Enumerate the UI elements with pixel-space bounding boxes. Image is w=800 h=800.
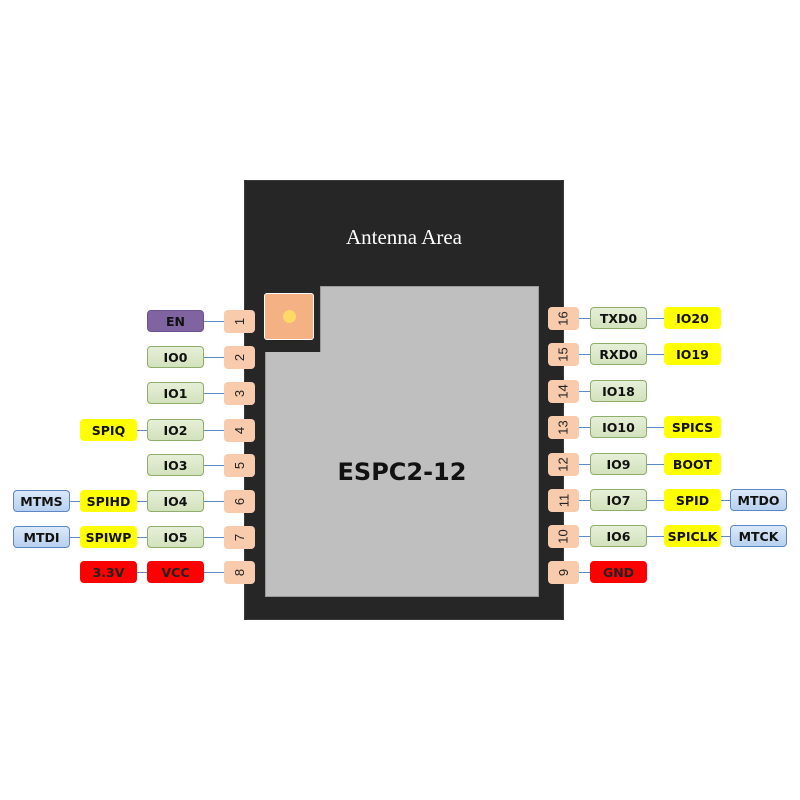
pin-label-mtdi: MTDI [13,526,70,548]
pin-pad-7: 7 [224,526,255,549]
pin-label-spiwp: SPIWP [80,526,137,548]
pin-wire [579,536,590,537]
pin-label-spihd: SPIHD [80,490,137,512]
shield-can-lower [265,352,539,597]
pin-number: 15 [556,347,571,362]
pin-label-mtdo: MTDO [730,489,787,511]
pin-label-txd0: TXD0 [590,307,647,329]
pin-wire [579,500,590,501]
pin-pad-15: 15 [548,343,579,366]
antenna-pad [264,293,314,340]
antenna-feed-dot [283,310,296,323]
antenna-area-label: Antenna Area [345,225,463,249]
pin-label-en: EN [147,310,204,332]
pin-label-io1: IO1 [147,382,204,404]
pin-label-spiclk: SPICLK [664,525,721,547]
pin-label-io2: IO2 [147,419,204,441]
pin-pad-8: 8 [224,561,255,584]
pin-label-io7: IO7 [590,489,647,511]
pin-pad-16: 16 [548,307,579,330]
shield-can-fill [321,340,538,360]
pin-label-io0: IO0 [147,346,204,368]
pin-label-mtms: MTMS [13,490,70,512]
pin-number: 11 [556,493,571,508]
label-wire [70,501,80,502]
label-wire [137,501,147,502]
label-wire [137,537,147,538]
pin-wire [579,318,590,319]
pin-number: 3 [231,389,247,398]
label-wire [137,572,147,573]
pin-wire [204,357,224,358]
pin-pad-6: 6 [224,490,255,513]
pin-wire [204,430,224,431]
pin-label-io20: IO20 [664,307,721,329]
pin-wire [204,537,224,538]
pin-pad-11: 11 [548,489,579,512]
pin-wire [204,465,224,466]
pin-pad-1: 1 [224,310,255,333]
pin-label-io18: IO18 [590,380,647,402]
pin-wire [204,501,224,502]
pin-label-boot: BOOT [664,453,721,475]
pin-label-spics: SPICS [664,416,721,438]
label-wire [137,430,147,431]
label-wire [647,464,664,465]
pin-number: 14 [556,384,571,399]
pin-label-io6: IO6 [590,525,647,547]
pin-number: 5 [231,461,247,470]
pin-number: 1 [231,317,247,326]
label-wire [721,500,730,501]
pin-label-3-3v: 3.3V [80,561,137,583]
pin-number: 6 [231,497,247,506]
pin-label-io19: IO19 [664,343,721,365]
pin-wire [579,464,590,465]
pin-label-io3: IO3 [147,454,204,476]
label-wire [647,536,664,537]
pin-label-io5: IO5 [147,526,204,548]
pin-pad-13: 13 [548,416,579,439]
pin-number: 8 [231,568,247,577]
pin-label-spiq: SPIQ [80,419,137,441]
label-wire [721,536,730,537]
pin-number: 4 [231,426,247,435]
label-wire [647,354,664,355]
pin-number: 9 [555,568,571,577]
module-name: ESPC2-12 [337,458,467,486]
pin-number: 10 [556,529,571,544]
pin-pad-4: 4 [224,419,255,442]
label-wire [647,318,664,319]
pin-wire [204,321,224,322]
pin-label-io4: IO4 [147,490,204,512]
pin-pad-3: 3 [224,382,255,405]
pin-wire [579,354,590,355]
pin-label-mtck: MTCK [730,525,787,547]
pin-number: 13 [556,420,571,435]
pin-wire [579,427,590,428]
pin-number: 16 [556,311,571,326]
pin-number: 2 [231,353,247,362]
pin-label-gnd: GND [590,561,647,583]
pin-wire [579,572,590,573]
pin-pad-9: 9 [548,561,579,584]
label-wire [647,500,664,501]
pin-label-io9: IO9 [590,453,647,475]
label-wire [70,537,80,538]
pin-pad-2: 2 [224,346,255,369]
pin-number: 7 [231,533,247,542]
pin-pad-12: 12 [548,453,579,476]
pin-label-rxd0: RXD0 [590,343,647,365]
pin-pad-10: 10 [548,525,579,548]
pin-label-io10: IO10 [590,416,647,438]
pin-label-spid: SPID [664,489,721,511]
pin-pad-5: 5 [224,454,255,477]
pin-pad-14: 14 [548,380,579,403]
pin-wire [579,391,590,392]
pin-wire [204,572,224,573]
pin-wire [204,393,224,394]
pin-number: 12 [556,457,571,472]
label-wire [647,427,664,428]
pin-label-vcc: VCC [147,561,204,583]
